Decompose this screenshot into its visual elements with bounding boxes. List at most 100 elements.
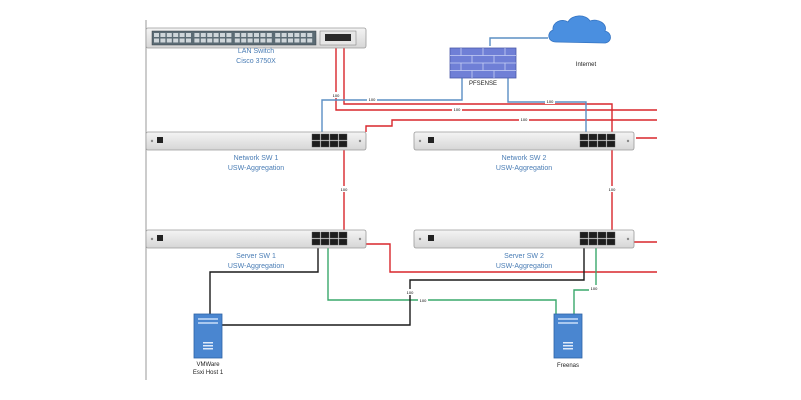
svg-text:100: 100 [407,290,414,295]
lan-switch-model: Cisco 3750X [236,58,276,65]
sfp-port [320,231,330,239]
lan-switch-label: LAN Switch Cisco 3750X [196,47,316,67]
switch-port [179,38,185,43]
switch-port [234,33,240,37]
sfp-port [579,238,589,246]
sfp-port [579,140,589,148]
switch-port [166,33,172,37]
network-sw1-ports [311,133,348,148]
sfp-port [338,140,348,148]
link-label: 100 [339,186,349,192]
server-sw1[interactable] [145,229,367,249]
server-sw1-label: Server SW 1 USW-Aggregation [196,252,316,272]
sfp-port [338,238,348,246]
cable-red-ssw1-ssw2 [366,243,657,273]
sfp-port [606,133,616,141]
switch-port [194,33,200,37]
switch-port [220,38,225,43]
esxi-host-label: VMWare Esxi Host 1 [178,361,238,377]
switch-port [241,33,247,37]
switch-port [186,38,191,43]
switch-port [288,38,293,43]
server-icon[interactable] [553,313,583,359]
switch-port [241,38,247,43]
link-label: 100 [589,285,599,291]
switch-port [307,33,313,37]
cable-red-nsw1-nsw2 [365,119,657,132]
server-icon[interactable] [193,313,223,359]
switch-port [300,38,306,43]
switch-port [254,33,259,37]
switch-port [300,33,306,37]
server-sw2[interactable] [413,229,635,249]
network-sw2-name: Network SW 2 [501,155,547,162]
sfp-port [579,231,589,239]
sfp-port [597,133,607,141]
switch-port [160,38,166,43]
network-sw1-label: Network SW 1 USW-Aggregation [196,154,316,174]
server-sw2-ports [579,231,616,246]
network-sw1[interactable] [145,131,367,151]
sfp-port [588,133,598,141]
switch-port [154,38,159,43]
svg-text:100: 100 [609,187,616,192]
switch-port [200,33,206,37]
switch-port [220,33,225,37]
switch-port [281,33,287,37]
switch-port [266,33,272,37]
cloud-icon[interactable] [548,15,611,44]
esxi-host-name: VMWare [196,362,220,368]
cable-green-ssw1-ssw2 [327,246,557,314]
switch-port [166,38,172,43]
sfp-port [597,140,607,148]
sfp-port [311,238,321,246]
server-sw1-ports [311,231,348,246]
link-label: 100 [519,116,529,122]
cables [209,37,657,326]
sfp-port [606,140,616,148]
network-sw1-model: USW-Aggregation [227,165,285,172]
network-sw2-label: Network SW 2 USW-Aggregation [464,154,584,174]
switch-port [254,38,259,43]
switch-port [281,38,287,43]
sfp-port [606,231,616,239]
sfp-port [311,140,321,148]
link-labels: 100 100 100 100 100 100 100 100 100 100 [331,92,617,303]
sfp-port [320,238,330,246]
sfp-port [311,133,321,141]
link-label: 100 [607,186,617,192]
sfp-port [311,231,321,239]
lan-switch[interactable] [145,27,367,49]
server-sw1-name: Server SW 1 [236,253,276,260]
link-label: 100 [405,289,415,295]
switch-port [234,38,240,43]
svg-text:100: 100 [341,187,348,192]
switch-port [173,38,179,43]
cable-blue-fw-nsw1 [321,78,463,134]
sfp-port [320,140,330,148]
switch-port [294,33,300,37]
switch-port [260,33,266,37]
cable-blue-fw-nsw2 [507,78,587,134]
switch-port [200,38,206,43]
lan-switch-name: LAN Switch [237,48,275,55]
svg-text:100: 100 [521,117,528,122]
cable-red-lan-1 [335,46,657,111]
sfp-port [338,133,348,141]
cable-black-esxi-ssw2 [222,246,585,326]
sfp-port [588,140,598,148]
network-sw2[interactable] [413,131,635,151]
switch-port [207,33,213,37]
switch-port [247,38,253,43]
link-label: 100 [545,98,555,104]
switch-port [294,38,300,43]
server-sw2-label: Server SW 2 USW-Aggregation [464,252,584,272]
sfp-port [329,133,339,141]
svg-text:100: 100 [420,298,427,303]
firewall-icon[interactable] [449,47,517,79]
sfp-port [597,231,607,239]
server-sw2-name: Server SW 2 [504,253,544,260]
lan-switch-ports [154,33,313,43]
sfp-port [329,238,339,246]
server-sw1-model: USW-Aggregation [227,263,285,270]
